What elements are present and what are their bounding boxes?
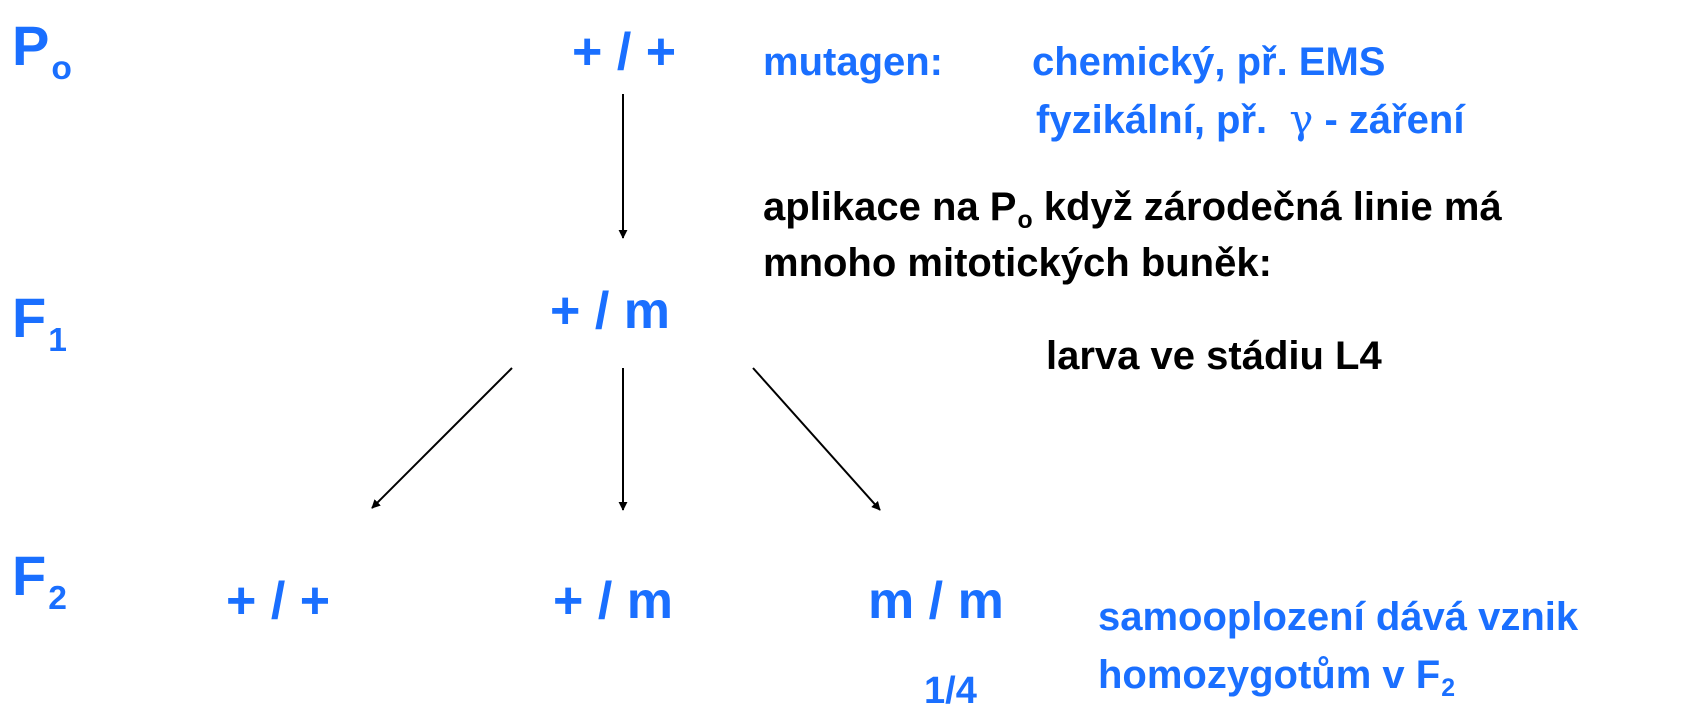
- application-line-2: mnoho mitotických buněk:: [763, 241, 1272, 285]
- mutagen-label: mutagen:: [763, 40, 943, 84]
- mutagen-physical: fyzikální, př. γ - záření: [1036, 97, 1465, 143]
- generation-label-f2: F2: [12, 544, 67, 618]
- mutagen-chemical: chemický, př. EMS: [1032, 40, 1386, 84]
- gamma-symbol: γ: [1289, 97, 1314, 143]
- genotype-f1: + / m: [550, 282, 670, 340]
- selfing-line-2: homozygotům v F2: [1098, 653, 1456, 702]
- generation-label-p0: Po: [12, 14, 72, 88]
- genotype-p0: + / +: [572, 23, 677, 81]
- arrow-f1-to-f2-right: [752, 367, 881, 511]
- selfing-line-1: samooplození dává vznik: [1098, 595, 1579, 639]
- arrow-f1-to-f2-left: [371, 367, 513, 509]
- genotype-f2-right: m / m: [868, 572, 1004, 630]
- genotype-f2-mid: + / m: [553, 572, 673, 630]
- genotype-f2-left: + / +: [226, 572, 331, 630]
- larva-stage-label: larva ve stádiu L4: [1046, 334, 1382, 378]
- ratio-label: 1/4: [924, 670, 977, 712]
- generation-label-f1: F1: [12, 286, 67, 360]
- application-line-1: aplikace na Po když zárodečná linie má: [763, 185, 1502, 234]
